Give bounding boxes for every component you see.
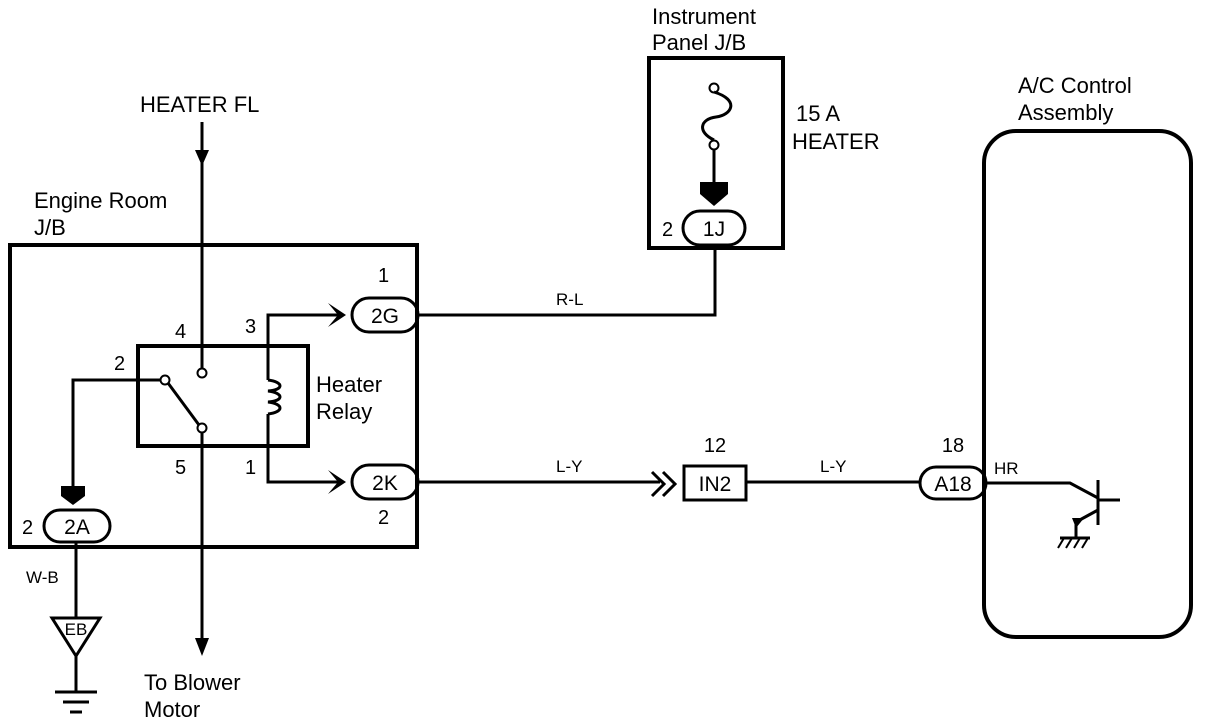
connector-1j-terminal <box>700 182 728 206</box>
instrument-panel-label-1: Instrument <box>652 4 756 29</box>
heater-fl-arrow <box>195 150 209 166</box>
heater-relay-label-2: Relay <box>316 399 372 424</box>
hr-wire <box>986 481 1099 500</box>
transistor-ground-hatch-2 <box>1065 537 1073 549</box>
coil-bottom-wire <box>266 414 342 484</box>
relay-switch-blade <box>166 382 201 426</box>
connector-2g-label: 2G <box>371 305 399 328</box>
instrument-panel-label-2: Panel J/B <box>652 30 746 55</box>
hr-label: HR <box>994 459 1019 478</box>
connector-2k-terminal <box>328 470 346 494</box>
coil-top-wire <box>266 313 342 380</box>
pin-2k: 2 <box>378 507 389 529</box>
connector-2k-label: 2K <box>372 472 398 495</box>
fuse-15a-heater <box>701 90 733 142</box>
relay-contact-4 <box>196 367 208 379</box>
in2-chevron-1 <box>650 470 667 498</box>
transistor-emitter-arrow <box>1072 518 1084 528</box>
connector-a18-label: A18 <box>934 473 971 496</box>
connector-1j <box>681 209 747 247</box>
relay-pin-3: 3 <box>245 316 256 338</box>
ac-control-label-1: A/C Control <box>1018 73 1132 98</box>
relay-pin-1: 1 <box>245 457 256 479</box>
transistor-ground-hatch-1 <box>1057 537 1065 549</box>
ac-control-assembly-box <box>982 129 1193 639</box>
fuse-top-terminal <box>708 82 720 94</box>
relay-contact-2 <box>159 374 171 386</box>
ac-control-label-2: Assembly <box>1018 100 1113 125</box>
wire-color-wb: W-B <box>26 568 59 587</box>
pin-in2: 12 <box>704 435 726 457</box>
connector-2a-label: 2A <box>64 516 90 539</box>
connector-in2-label: IN2 <box>699 473 732 496</box>
relay-pin2-wire <box>71 378 160 490</box>
relay-pin-5: 5 <box>175 457 186 479</box>
engine-room-jb-box <box>8 243 419 549</box>
ground-eb-triangle <box>49 616 103 659</box>
blower-motor-arrow <box>195 638 209 656</box>
heater-fl-label: HEATER FL <box>140 92 259 117</box>
fuse-bottom-terminal <box>708 139 720 151</box>
transistor-ground-hatch-4 <box>1081 537 1089 549</box>
connector-1j-label: 1J <box>703 218 725 241</box>
pin-2g: 1 <box>378 265 389 287</box>
to-blower-label-1: To Blower <box>144 670 241 695</box>
pin-a18: 18 <box>942 435 964 457</box>
pin-2a: 2 <box>22 517 33 539</box>
relay-contact-5 <box>196 422 208 434</box>
wire-color-ly-left: L-Y <box>556 457 582 476</box>
to-blower-label-2: Motor <box>144 697 200 722</box>
engine-room-label-2: J/B <box>34 215 66 240</box>
wire-color-rl: R-L <box>556 290 583 309</box>
fuse-name-label: HEATER <box>792 129 880 154</box>
relay-pin-4: 4 <box>175 321 186 343</box>
wire-color-ly-right: L-Y <box>820 457 846 476</box>
heater-relay-box <box>136 344 310 448</box>
heater-relay-label-1: Heater <box>316 372 382 397</box>
in2-chevron-2 <box>661 470 678 498</box>
pin-1j: 2 <box>662 219 673 241</box>
engine-room-label-1: Engine Room <box>34 188 167 213</box>
wire-rl <box>418 248 717 317</box>
ground-eb-label: EB <box>65 620 88 639</box>
relay-coil <box>267 378 282 416</box>
fuse-amps-label: 15 A <box>796 101 840 126</box>
transistor-ground-hatch-3 <box>1073 537 1081 549</box>
connector-2a-terminal <box>61 486 85 505</box>
connector-2g-terminal <box>328 303 346 327</box>
relay-pin-2: 2 <box>114 353 125 375</box>
